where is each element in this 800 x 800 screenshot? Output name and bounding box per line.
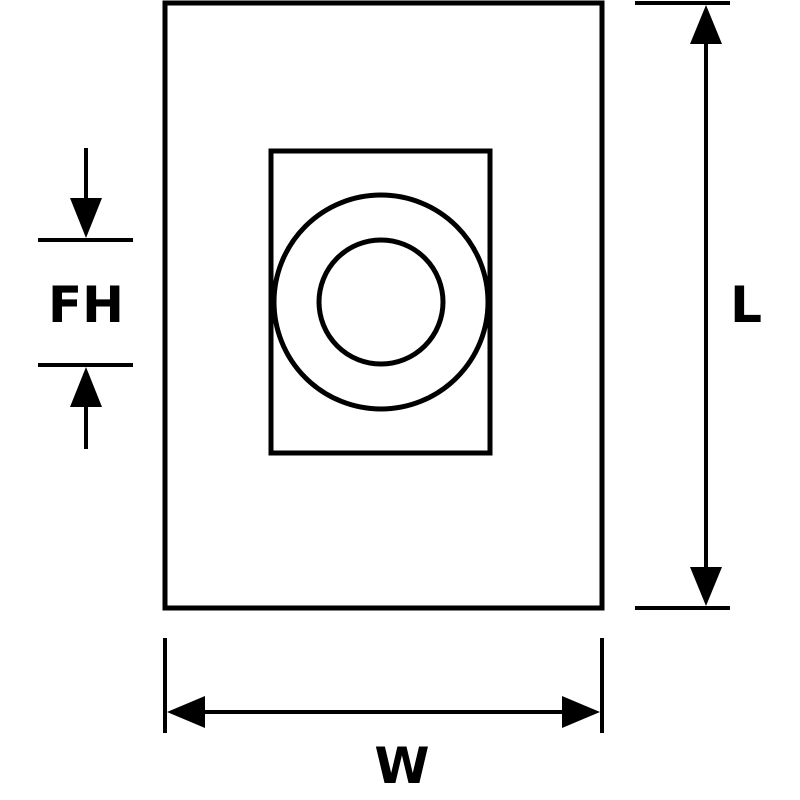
length-dimension: L	[635, 1, 762, 610]
width-left-arrowhead	[167, 696, 205, 728]
base-plate-outline	[162, 0, 605, 611]
center-hole-circle	[316, 237, 446, 367]
length-top-arrowhead	[690, 5, 722, 44]
length-bottom-arrowhead	[690, 567, 722, 606]
fh-top-arrowhead	[70, 198, 102, 238]
width-right-arrowhead	[562, 696, 600, 728]
fh-bottom-arrowhead	[70, 367, 102, 407]
fh-label: FH	[48, 276, 124, 334]
width-label: W	[374, 737, 429, 795]
width-dimension: W	[163, 638, 604, 795]
length-label: L	[730, 276, 762, 334]
fh-dimension: FH	[38, 148, 133, 449]
outer-ring-circle	[271, 192, 491, 412]
